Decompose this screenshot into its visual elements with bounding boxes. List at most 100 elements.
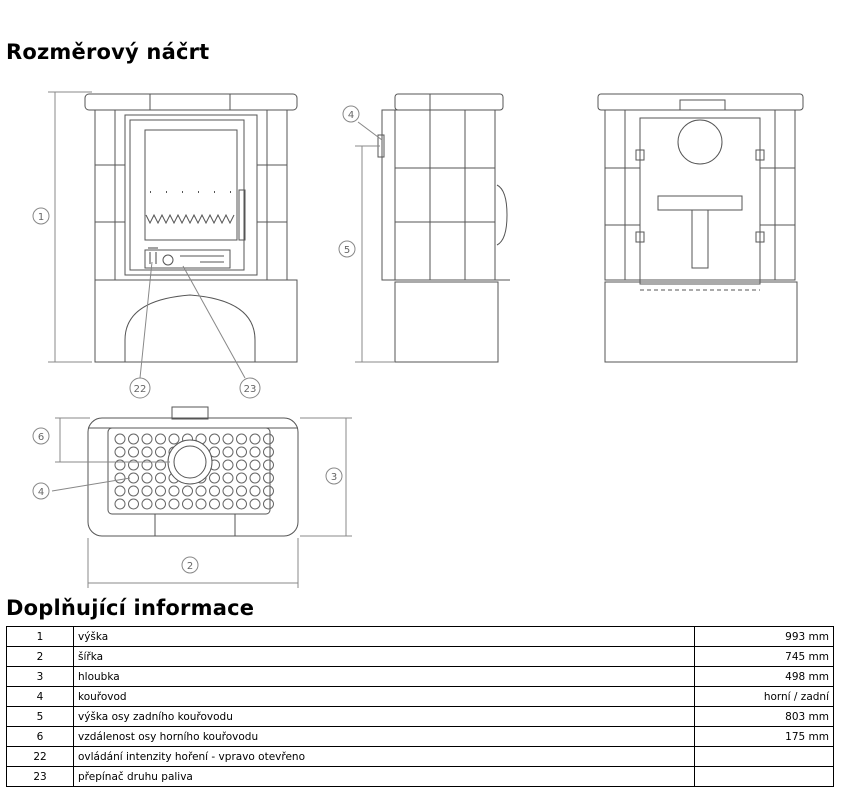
row-value [694,746,834,767]
grate-hole [182,485,193,497]
grate-hole [195,485,207,497]
grate-hole [222,485,234,497]
row-value: horní / zadní [694,686,834,707]
grate-hole [222,446,234,458]
grate-hole [222,472,234,484]
grate-hole [128,459,139,471]
grate-hole [236,472,247,484]
row-label: hloubka [73,666,695,687]
row-value: 175 mm [694,726,834,747]
grate-hole [222,433,234,445]
grate-hole [114,498,126,510]
grate-hole [114,485,126,497]
grate-hole [141,446,153,458]
row-label: výška [73,626,695,647]
row-number: 5 [6,706,74,727]
row-value: 498 mm [694,666,834,687]
row-value: 803 mm [694,706,834,727]
row-label: kouřovod [73,686,695,707]
row-label: přepínač druhu paliva [73,766,695,787]
grate-hole [155,459,166,471]
callout-2: 2 [187,561,193,572]
grate-hole [141,472,153,484]
grate-hole [236,446,247,458]
grate-hole [263,485,274,497]
grate-hole [195,498,207,510]
grate-hole [128,498,139,510]
row-label: výška osy zadního kouřovodu [73,706,695,727]
callout-3: 3 [331,472,337,483]
grate-hole [128,446,139,458]
row-number: 6 [6,726,74,747]
grate-hole [168,498,180,510]
grate-hole [249,433,261,445]
grate-hole [249,446,261,458]
grate-hole [263,433,274,445]
callout-4-side: 4 [348,110,354,121]
callout-2-circle [181,556,199,574]
grate-hole [236,485,247,497]
callout-3-circle [325,467,343,485]
section-title-sketch: Rozměrový náčrt [6,40,210,64]
grate-hole [141,433,153,445]
grate-hole [114,472,126,484]
callout-1-circle [32,207,50,225]
row-value: 745 mm [694,646,834,667]
row-number: 4 [6,686,74,707]
grate-hole [249,498,261,510]
row-value: 993 mm [694,626,834,647]
grate-hole [141,485,153,497]
grate-hole [209,485,220,497]
grate-hole [114,459,126,471]
callout-5-circle [338,240,356,258]
grate-hole [114,446,126,458]
grate-hole [209,472,220,484]
callout-4-top-circle [32,482,50,500]
front-view [48,91,298,379]
grate-hole [236,433,247,445]
row-number: 1 [6,626,74,647]
grate-hole [209,498,220,510]
row-number: 23 [6,766,74,787]
grate-hole [236,459,247,471]
row-number: 3 [6,666,74,687]
grate-hole [141,498,153,510]
top-view [51,406,352,588]
grate-hole [155,472,166,484]
callout-23-circle [239,377,261,399]
row-label: šířka [73,646,695,667]
grate-hole [249,485,261,497]
grate-hole [155,433,166,445]
back-view [597,93,804,363]
grate-hole [141,459,153,471]
callout-6-circle [32,427,50,445]
row-number: 2 [6,646,74,667]
grate-hole [222,498,234,510]
callout-4-top: 4 [38,487,44,498]
grate-hole [155,498,166,510]
dimension-drawing: 1 22 23 4 5 6 4 3 2 [32,91,804,588]
grate-hole [236,498,247,510]
callout-4-side-circle [342,105,360,123]
grate-hole [249,459,261,471]
grate-hole [114,433,126,445]
callout-22-circle [129,377,151,399]
section-title-info: Doplňující informace [6,596,255,620]
grate-hole [263,498,274,510]
callout-22: 22 [134,384,147,395]
row-label: vzdálenost osy horního kouřovodu [73,726,695,747]
callout-5: 5 [344,245,350,256]
grate-hole [263,446,274,458]
grate-hole [168,485,180,497]
callout-6: 6 [38,432,44,443]
grate-hole [155,446,166,458]
grate-hole [249,472,261,484]
callout-1: 1 [38,212,44,223]
